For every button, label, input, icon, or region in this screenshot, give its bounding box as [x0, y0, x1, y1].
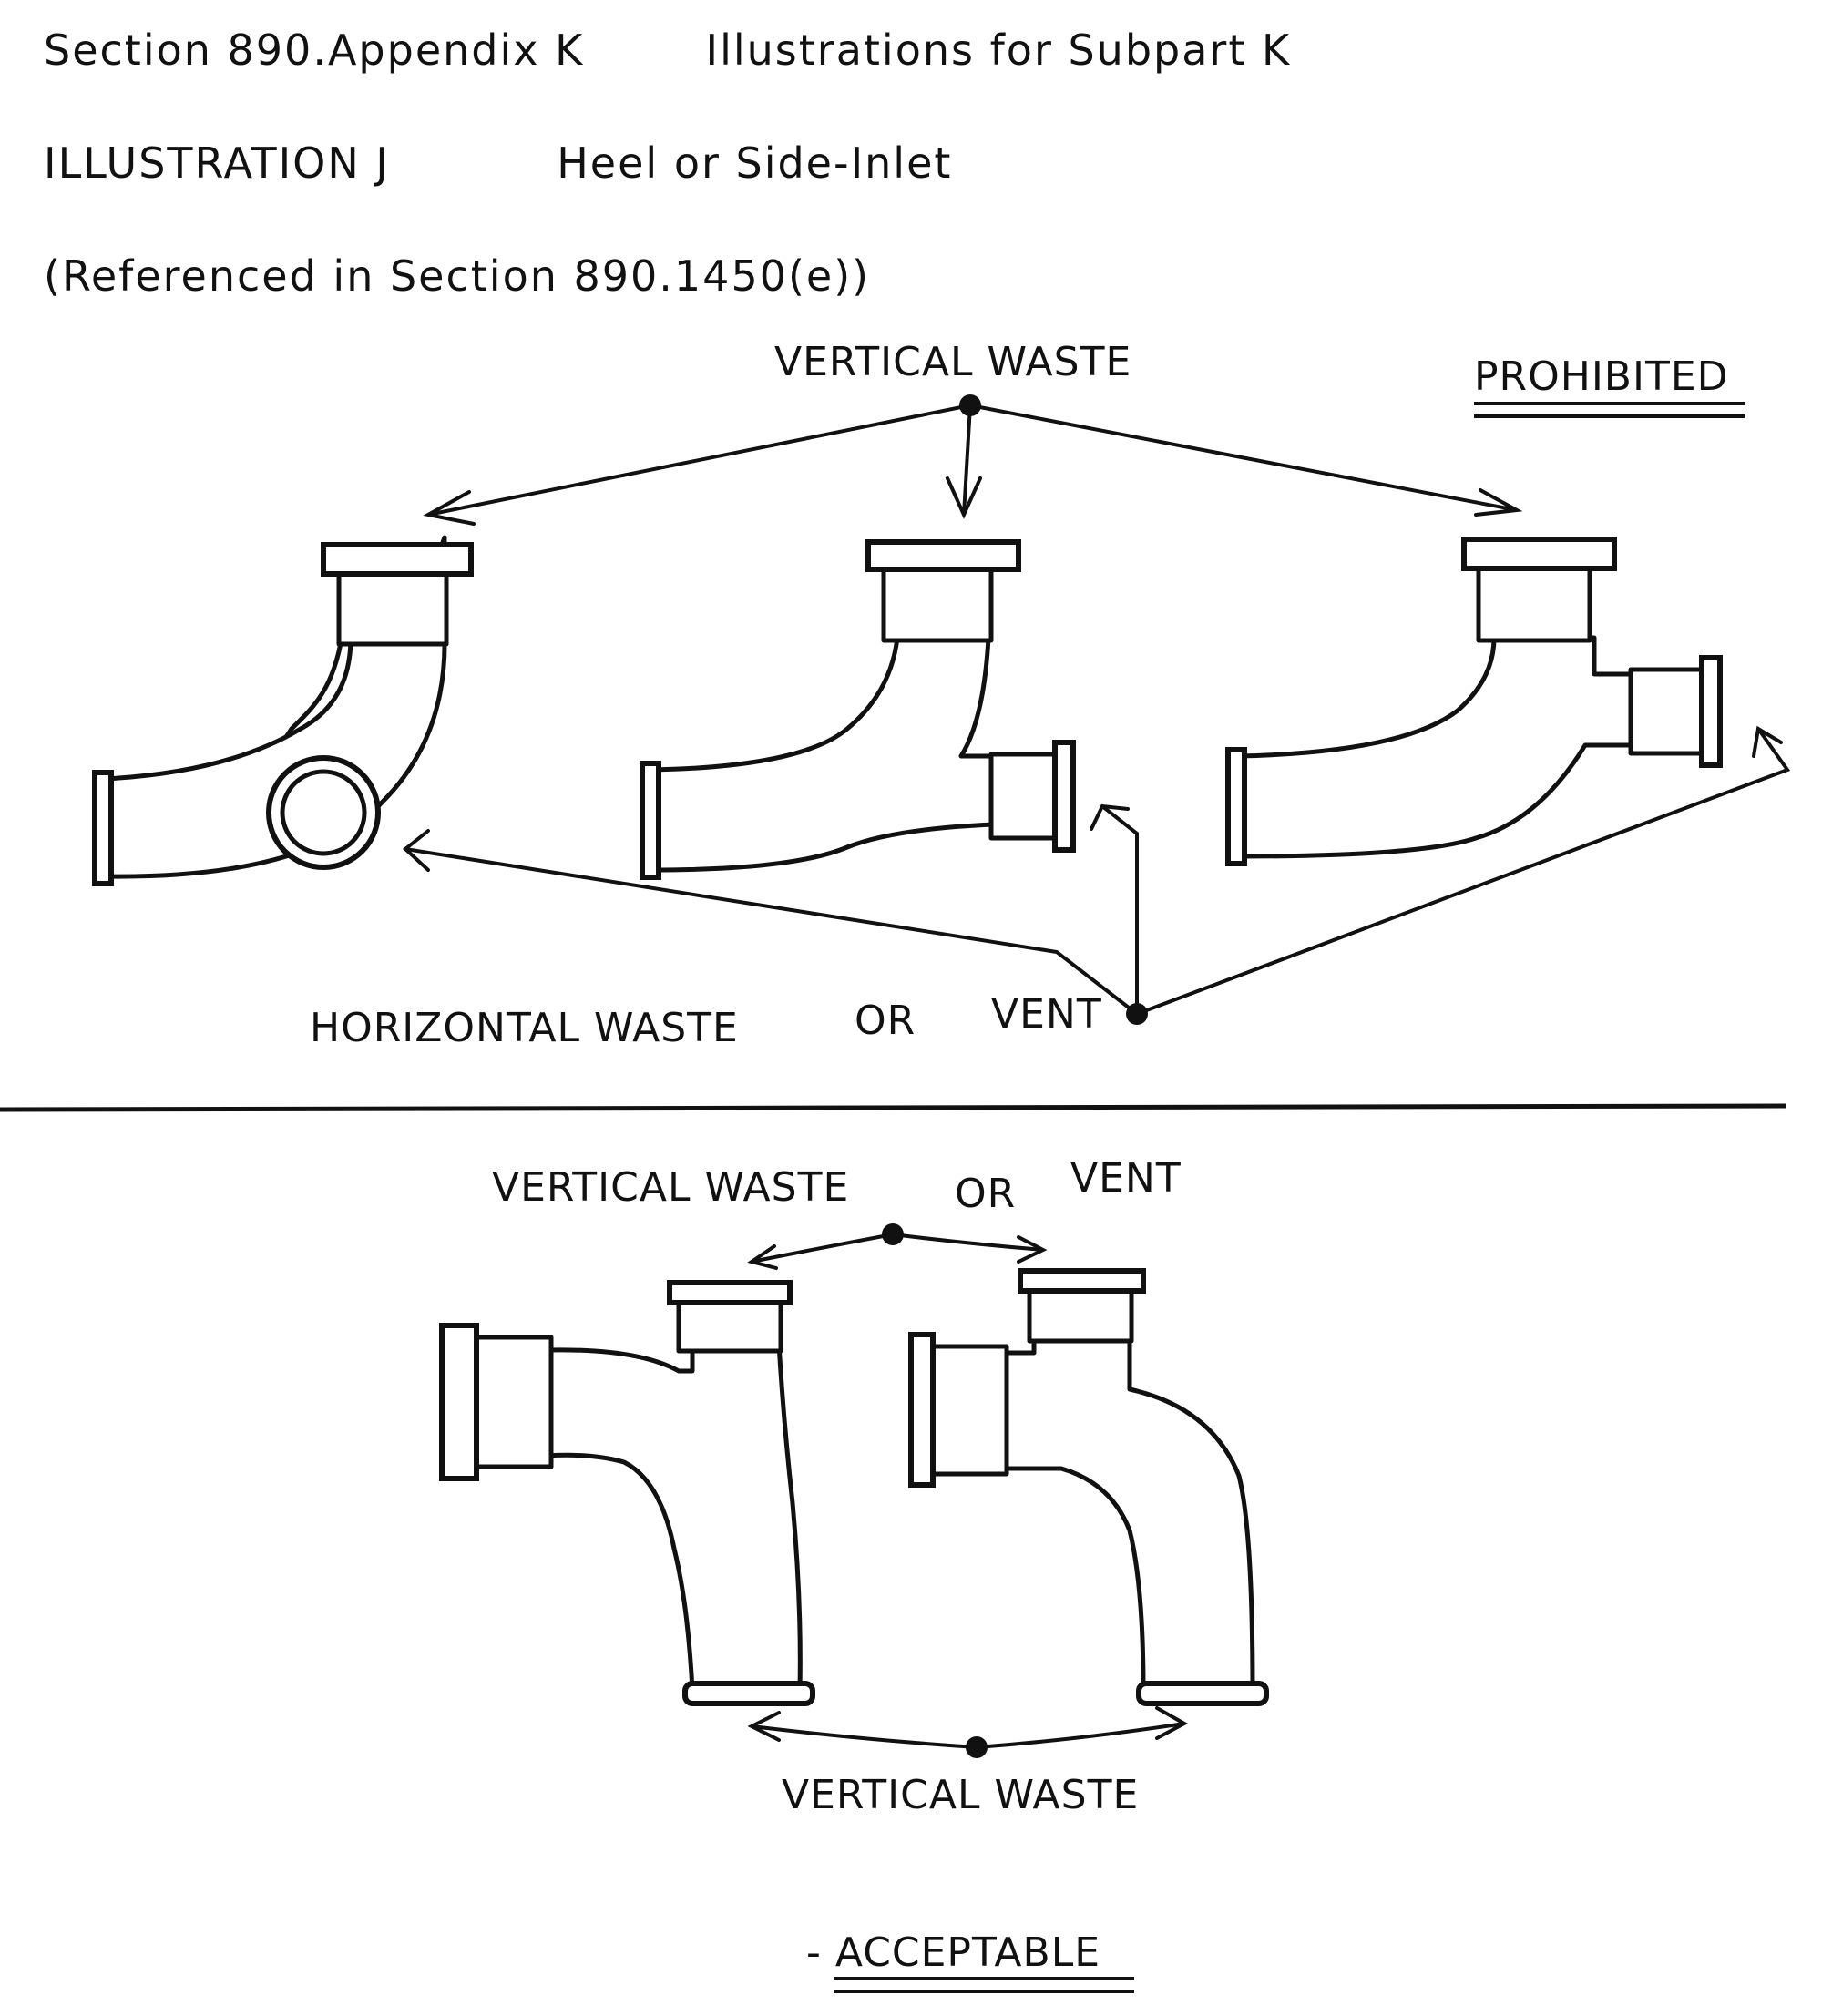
section-title: Illustrations for Subpart K: [705, 26, 1292, 75]
arrow-acc-bottom-right: [1155, 1706, 1189, 1740]
side-low-end-bead: [640, 761, 661, 880]
side-low-inlet-hub: [1052, 740, 1076, 853]
heel-neck: [336, 564, 449, 647]
acceptable-top-label-1: VERTICAL WASTE: [492, 1164, 849, 1211]
side-high-inlet-hub: [1699, 655, 1723, 768]
acc-right-top-hub: [1018, 1268, 1146, 1294]
side-high-inlet: [1628, 667, 1704, 756]
heel-end-bead: [92, 770, 114, 886]
prohibited-bottom-label-2: VENT: [991, 991, 1102, 1038]
side-low-top-hub: [865, 539, 1021, 572]
arrow-acc-top-right: [1017, 1235, 1048, 1264]
acc-right-inlet: [926, 1344, 1009, 1477]
side-high-top-hub: [1461, 537, 1617, 571]
acc-right-body: [999, 1327, 1255, 1693]
prohibited-bottom-or: OR: [855, 998, 916, 1044]
leader-acc-top-right: [892, 1233, 1044, 1252]
leader-acc-top-left: [751, 1233, 894, 1264]
heel-inlet-inner: [280, 769, 367, 856]
acc-left-inlet-hub: [439, 1323, 479, 1481]
prohibited-fitting-heel: [92, 535, 474, 886]
leader-acc-bottom-left: [751, 1724, 978, 1749]
section-number: Section 890.Appendix K: [44, 26, 585, 75]
illustration-title: Heel or Side-Inlet: [557, 138, 953, 188]
leader-bottom-right: [1136, 727, 1791, 1016]
acceptable-bottom-label: VERTICAL WASTE: [782, 1772, 1139, 1818]
prohibited-top-label: VERTICAL WASTE: [774, 339, 1131, 385]
reference-note: (Referenced in Section 890.1450(e)): [44, 251, 871, 301]
prohibited-fitting-side-high: [1225, 537, 1723, 866]
side-low-body: [649, 635, 996, 873]
illustration-label: ILLUSTRATION J: [44, 138, 390, 188]
acceptable-fitting-left: [439, 1280, 815, 1706]
arrow-bottom-right: [1752, 725, 1783, 758]
acc-left-bottom-bead: [682, 1681, 815, 1706]
side-high-end-bead: [1225, 747, 1247, 866]
acc-right-neck: [1027, 1282, 1134, 1344]
arrow-top-middle: [946, 476, 982, 519]
side-low-neck: [881, 560, 994, 643]
arrow-top-right: [1474, 488, 1523, 517]
side-low-inlet: [988, 752, 1058, 841]
heel-top-hub: [321, 542, 474, 577]
prohibited-bottom-label-1: HORIZONTAL WASTE: [310, 1005, 739, 1051]
leader-top-right: [969, 404, 1518, 512]
arrow-bottom-left: [402, 829, 430, 872]
section-divider: [0, 1103, 1786, 1112]
arrow-top-left: [423, 490, 476, 526]
prohibited-fitting-side-low: [640, 539, 1076, 880]
header-line-2: ILLUSTRATION J Heel or Side-Inlet: [44, 138, 952, 188]
arrow-acc-bottom-left: [747, 1711, 781, 1742]
leader-top-left: [427, 404, 971, 517]
acc-right-bottom-bead: [1136, 1681, 1269, 1706]
acceptable-top-label-2: VENT: [1070, 1155, 1182, 1202]
arrow-acc-top-left: [747, 1244, 778, 1270]
leader-top-middle: [962, 404, 972, 516]
leader-bottom-middle: [1100, 804, 1139, 1014]
acc-right-inlet-hub: [908, 1332, 936, 1488]
acc-left-top-hub: [667, 1280, 793, 1305]
header-line-1: Section 890.Appendix K Illustrations for…: [44, 26, 1291, 75]
acceptable-status: - ACCEPTABLE: [806, 1929, 1100, 1976]
arrow-bottom-middle: [1090, 803, 1130, 831]
prohibited-status: PROHIBITED: [1474, 353, 1729, 400]
leader-bottom-left: [404, 847, 1139, 1016]
acc-left-inlet: [471, 1335, 554, 1469]
side-high-neck: [1476, 560, 1592, 643]
acc-left-body: [544, 1341, 803, 1693]
side-high-body: [1236, 635, 1633, 859]
leader-acc-bottom-right: [976, 1722, 1185, 1749]
acceptable-fitting-right: [908, 1268, 1269, 1706]
acceptable-top-or: OR: [955, 1171, 1016, 1217]
